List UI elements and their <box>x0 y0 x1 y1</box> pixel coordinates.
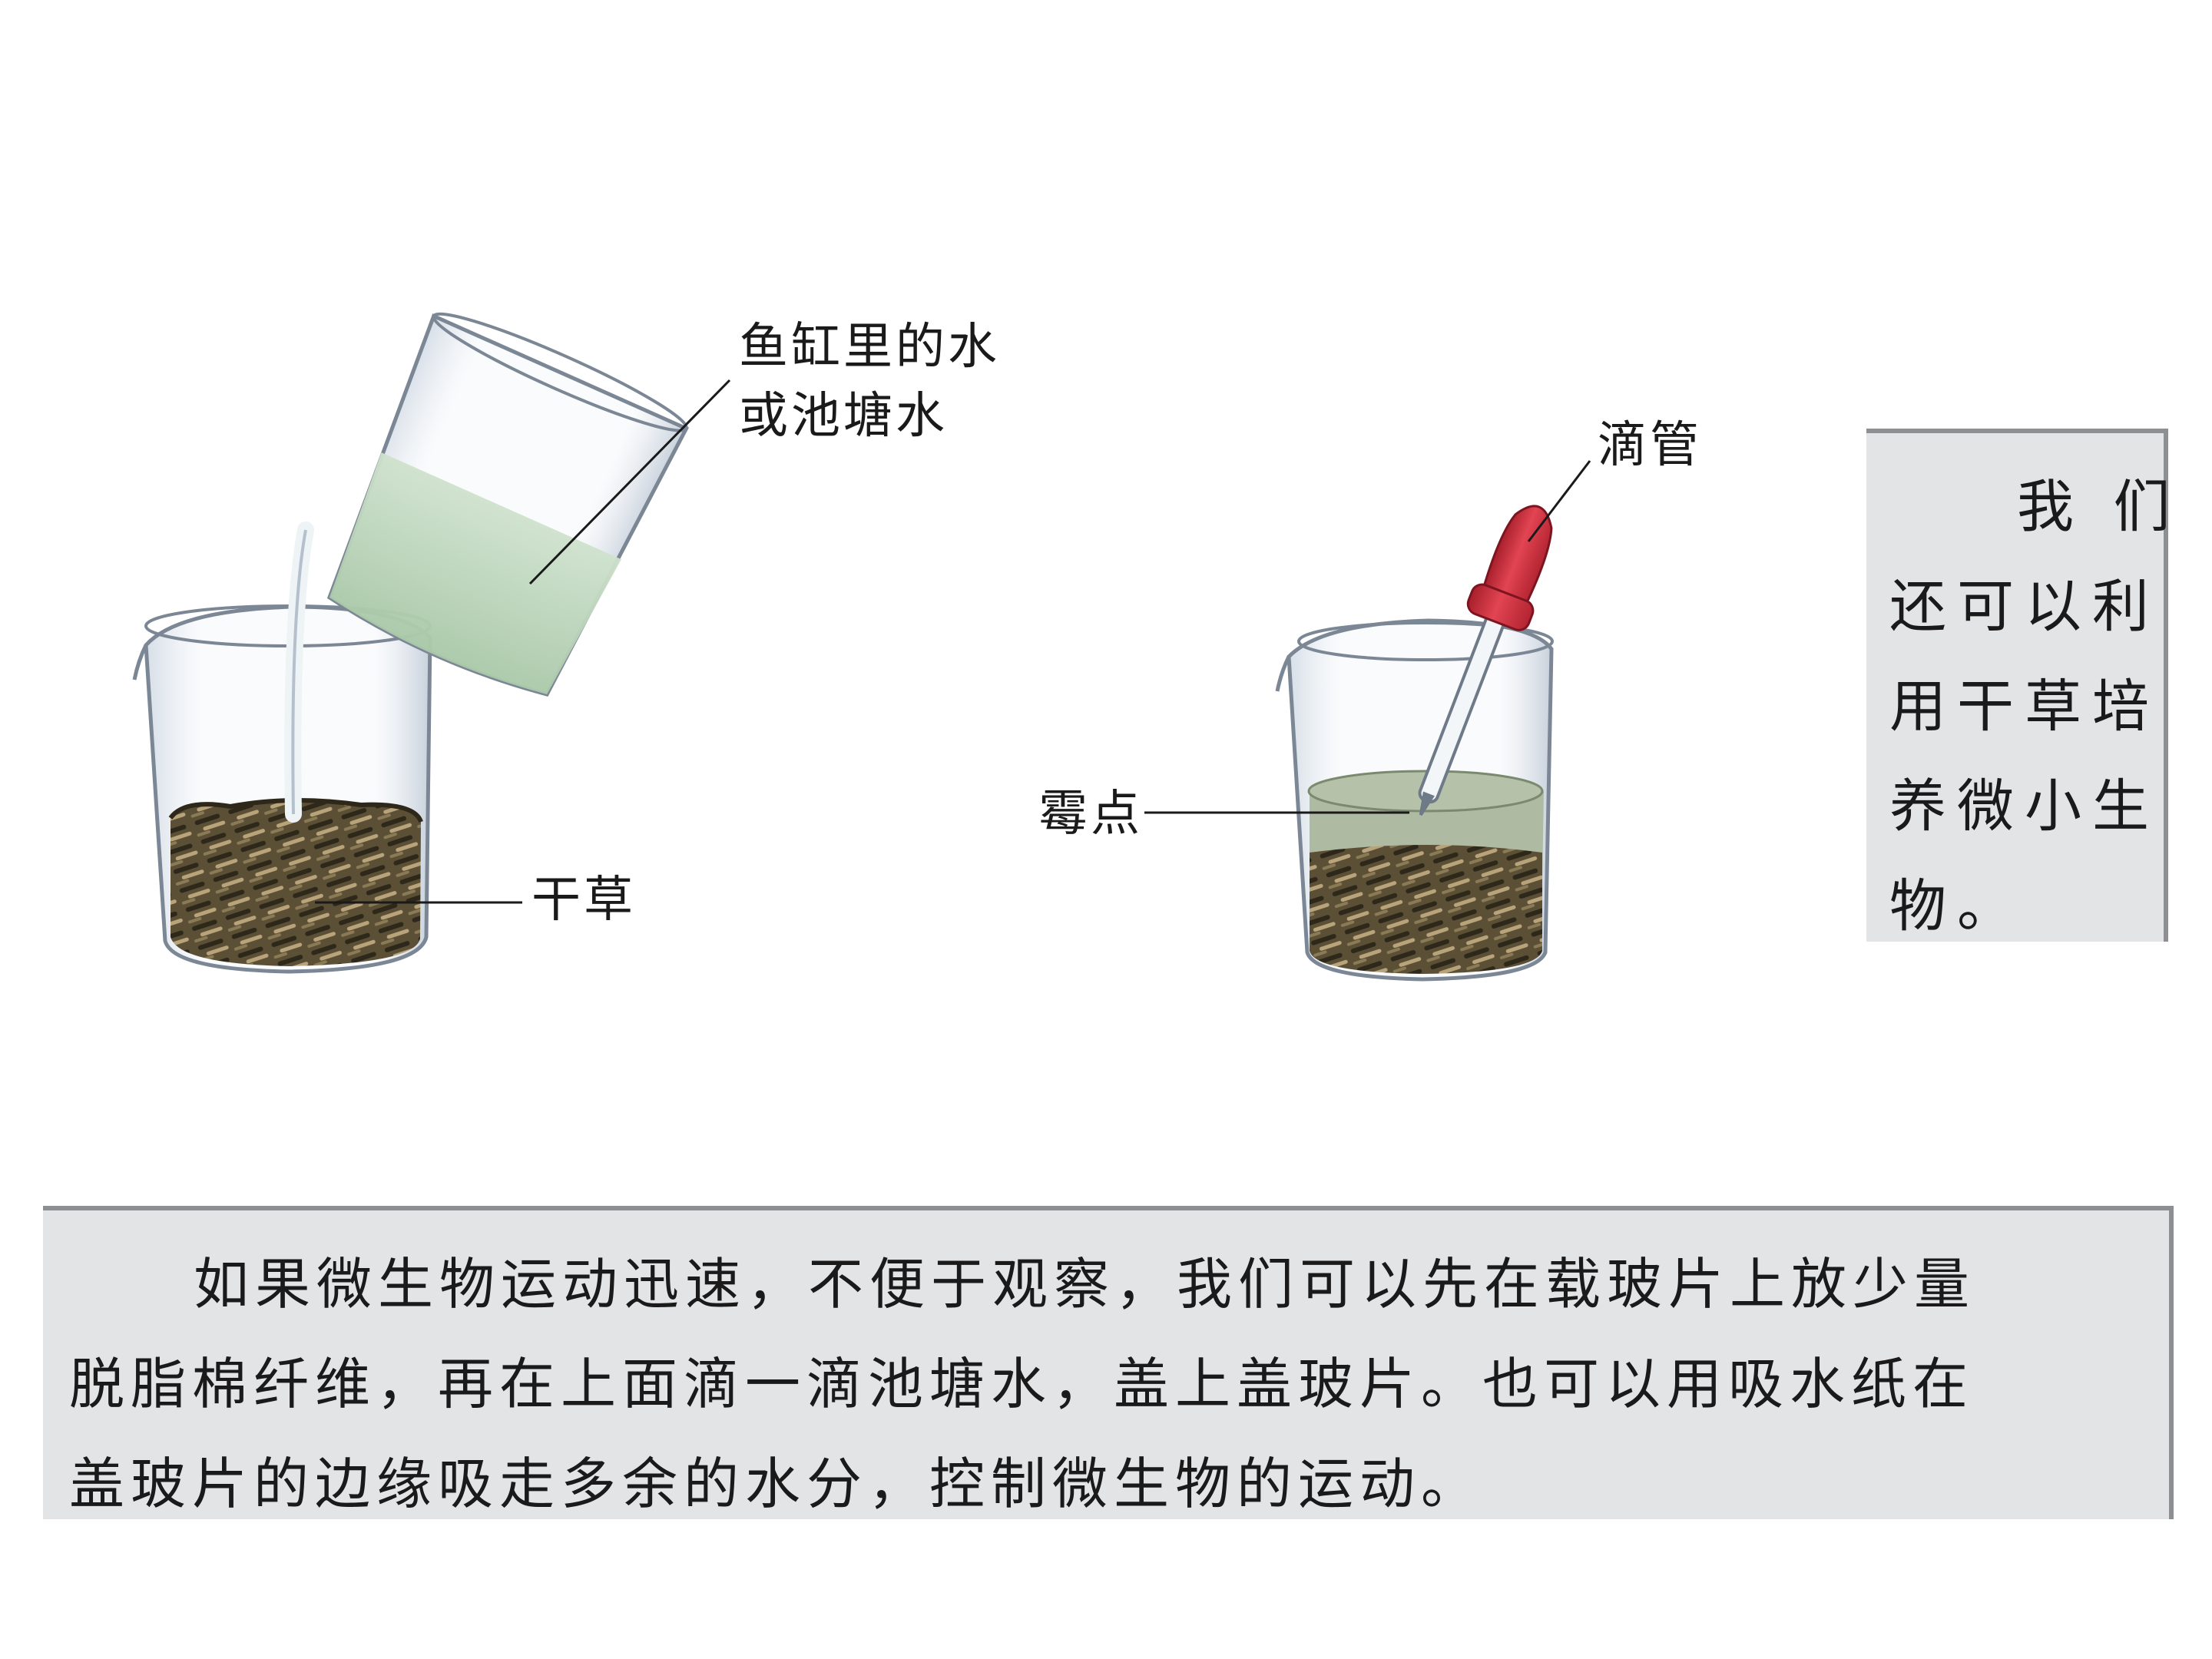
leader-line-water <box>528 379 731 585</box>
bottom-note-box: 如果微生物运动迅速，不便于观察，我们可以先在载玻片上放少量 脱脂棉纤维，再在上面… <box>43 1206 2174 1519</box>
bottom-note-line: 盖玻片的边缘吸走多余的水分，控制微生物的运动。 <box>69 1452 1483 1516</box>
label-dropper: 滴管 <box>1598 417 1702 474</box>
bottom-note-line: 如果微生物运动迅速，不便于观察，我们可以先在载玻片上放少量 <box>194 1252 1976 1316</box>
bottom-note-line: 脱脂棉纤维，再在上面滴一滴池塘水，盖上盖玻片。也可以用吸水纸在 <box>69 1352 1975 1416</box>
beaker-with-hay-left <box>132 604 432 974</box>
label-mold: 霉点 <box>1038 786 1143 843</box>
dropper <box>1418 505 1553 816</box>
leader-line-dropper <box>1527 460 1591 542</box>
pouring-cup <box>326 312 690 697</box>
label-water-line2: 或池塘水 <box>739 388 948 445</box>
label-water-line1: 鱼缸里的水 <box>739 319 1000 376</box>
side-note-line: 还可以利 <box>1889 574 2160 640</box>
side-note-line: 养微小生 <box>1889 773 2160 839</box>
side-note-line: 物。 <box>1889 873 2025 939</box>
side-note-line: 我 们 <box>2017 474 2181 540</box>
beaker-with-mold-right <box>1275 618 1554 982</box>
side-note-box: 我 们 还可以利 用干草培 养微小生 物。 <box>1866 429 2171 942</box>
leader-lines <box>315 379 1591 904</box>
label-hay: 干草 <box>531 872 636 929</box>
side-note-line: 用干草培 <box>1889 674 2160 740</box>
water-stream <box>284 522 314 823</box>
